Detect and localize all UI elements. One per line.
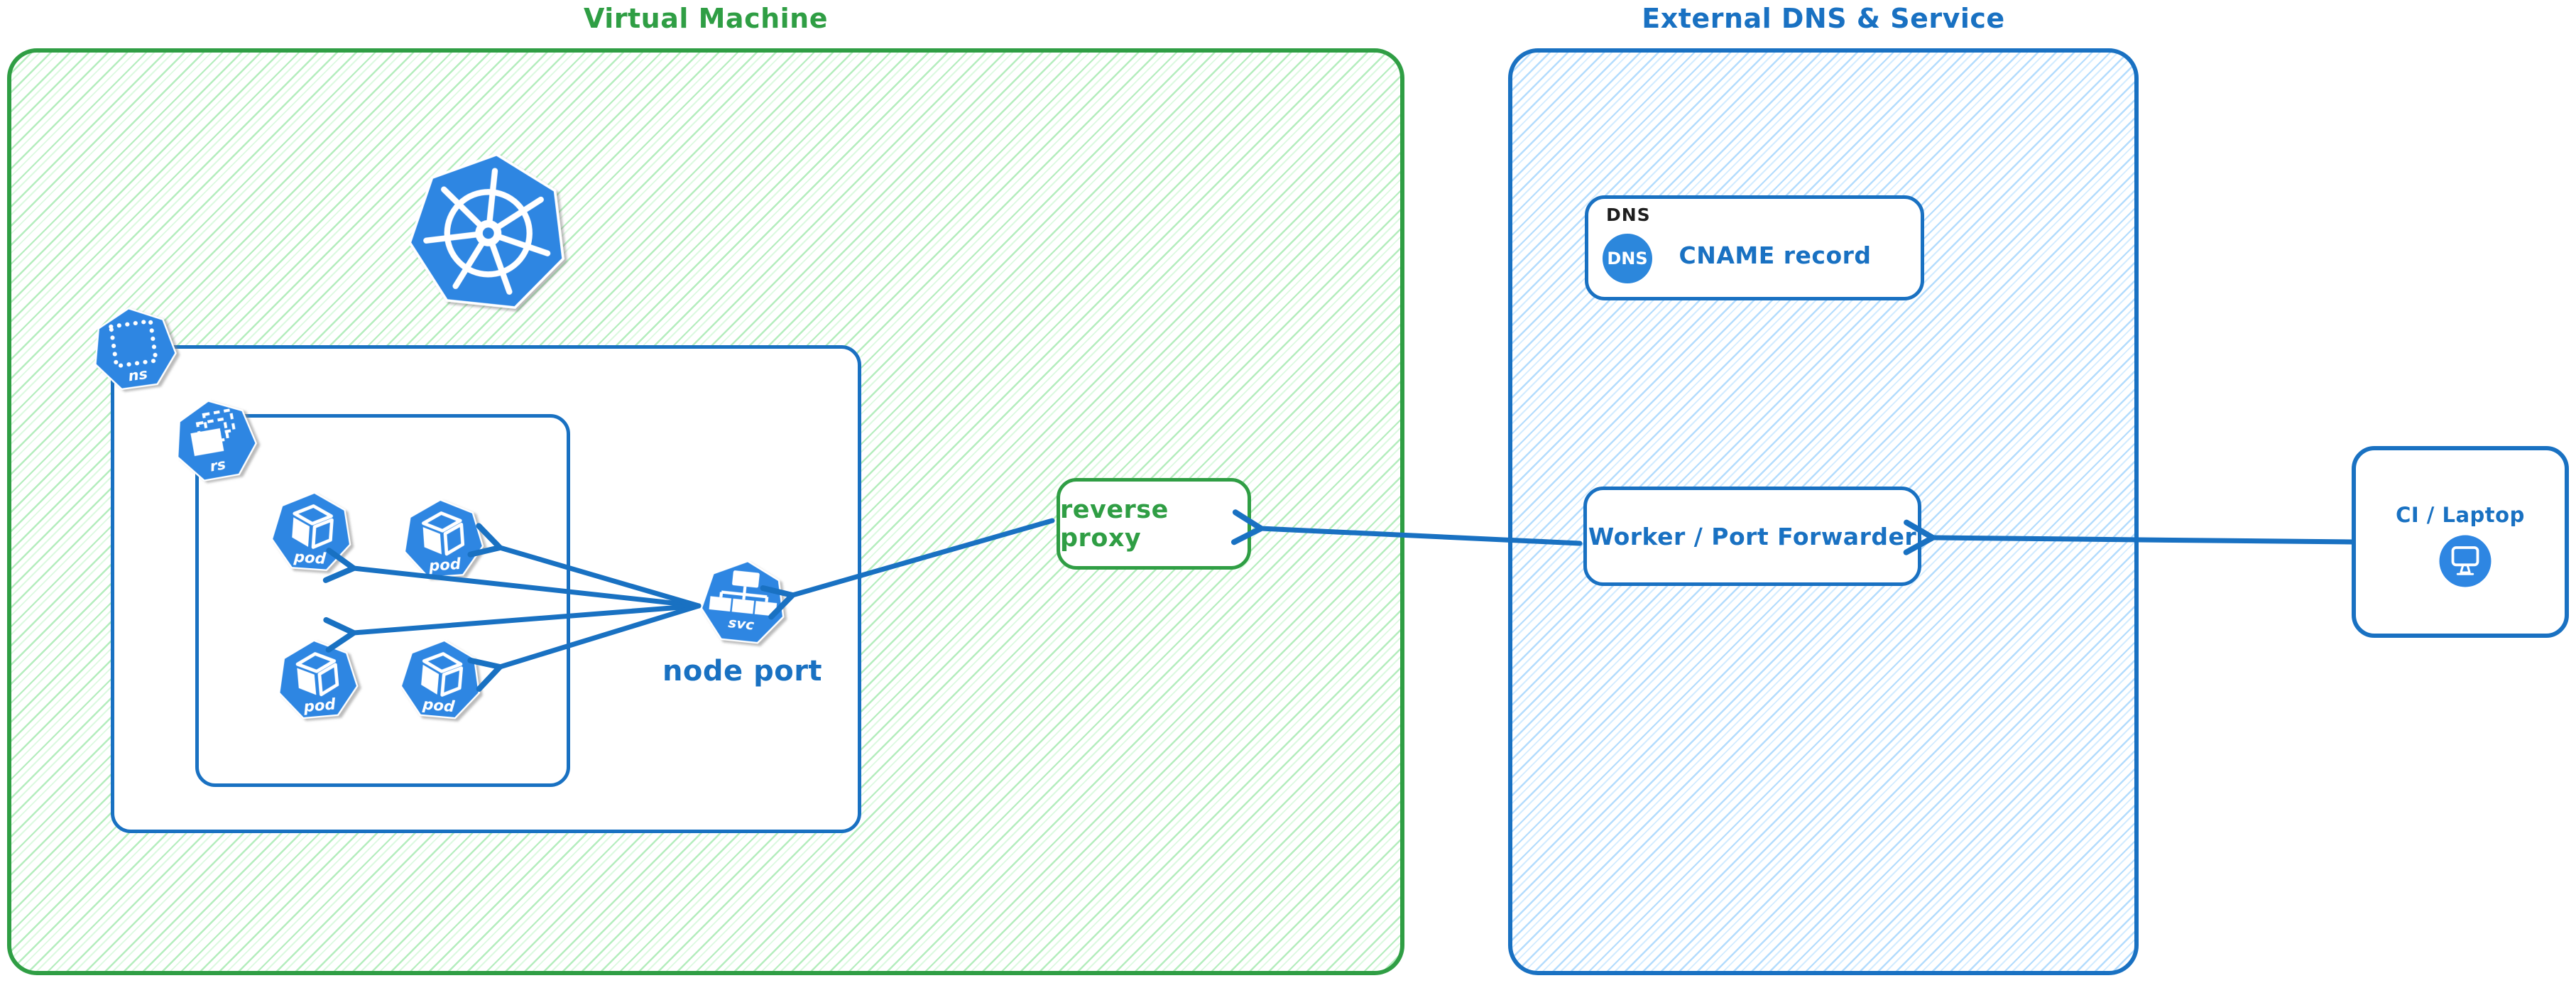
pod-badge: pod xyxy=(421,696,456,717)
namespace-badge: ns xyxy=(127,365,148,385)
service-badge: svc xyxy=(727,614,755,634)
pod-icon: pod xyxy=(272,634,363,725)
monitor-icon xyxy=(2438,534,2492,588)
dns-tag: DNS xyxy=(1606,205,1651,225)
service-icon: svc xyxy=(695,554,792,651)
pod-icon: pod xyxy=(395,634,486,725)
dns-icon: DNS xyxy=(1603,234,1652,283)
kubernetes-logo-icon xyxy=(398,141,579,322)
pod-badge: pod xyxy=(427,555,462,575)
virtual-machine-title: Virtual Machine xyxy=(583,3,828,34)
namespace-icon: ns xyxy=(85,300,183,398)
worker-port-forwarder-box: Worker / Port Forwarder xyxy=(1583,487,1921,586)
cname-record-label: CNAME record xyxy=(1679,241,1872,269)
reverse-proxy-label: reverse proxy xyxy=(1060,495,1169,553)
external-dns-title: External DNS & Service xyxy=(1642,3,2005,34)
reverse-proxy-box: reverse proxy xyxy=(1057,478,1251,570)
replicaset-badge: rs xyxy=(209,455,227,474)
replicaset-icon: rs xyxy=(165,391,264,489)
ci-laptop-label: CI / Laptop xyxy=(2396,503,2525,527)
pod-badge: pod xyxy=(302,696,337,717)
node-port-label: node port xyxy=(662,655,823,688)
pod-icon: pod xyxy=(398,494,488,584)
pod-badge: pod xyxy=(293,548,327,568)
pod-icon: pod xyxy=(267,487,356,577)
worker-port-forwarder-label: Worker / Port Forwarder xyxy=(1588,522,1917,550)
